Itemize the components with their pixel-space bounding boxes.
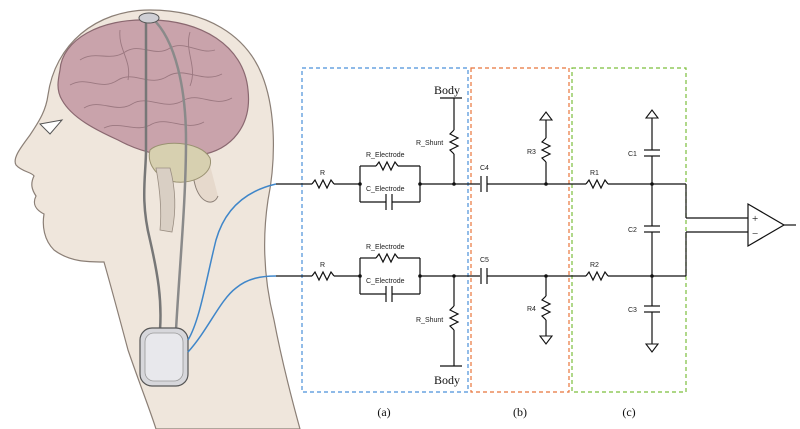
section-a-label: (a) xyxy=(377,405,390,419)
capacitor-ladder xyxy=(644,109,660,353)
resistor-r-top xyxy=(311,178,335,190)
section-b-label: (b) xyxy=(513,405,527,419)
ground-arrow-c3 xyxy=(644,343,660,353)
section-c-box xyxy=(571,67,687,393)
label-c2: C2 xyxy=(628,227,637,234)
differential-amplifier-icon xyxy=(685,184,796,276)
brainstem xyxy=(155,167,176,233)
label-c-electrode-top: C_Electrode xyxy=(366,186,405,193)
pulse-generator-icon xyxy=(139,327,189,387)
label-r-electrode-top: R_Electrode xyxy=(366,152,405,159)
label-r4: R4 xyxy=(527,306,536,313)
supply-arrow-c1 xyxy=(644,109,660,119)
resistor-r2 xyxy=(585,270,609,282)
bottom-channel xyxy=(276,252,686,367)
supply-arrow-r3 xyxy=(538,111,554,121)
resistor-r1 xyxy=(585,178,609,190)
label-body-bottom: Body xyxy=(434,373,460,387)
resistor-r-electrode-top xyxy=(375,160,399,172)
label-r1: R1 xyxy=(590,170,599,177)
label-r-shunt-bottom: R_Shunt xyxy=(416,317,443,324)
lead-wire-bottom xyxy=(187,275,277,353)
amp-plus-sign: + xyxy=(752,213,758,225)
resistor-r-electrode-bottom xyxy=(375,252,399,264)
label-c3: C3 xyxy=(628,307,637,314)
resistor-r-bottom xyxy=(311,270,335,282)
label-r-top: R xyxy=(320,170,325,177)
ground-arrow-r4 xyxy=(538,335,554,345)
label-r-shunt-top: R_Shunt xyxy=(416,140,443,147)
head-illustration xyxy=(14,9,301,429)
section-c-label: (c) xyxy=(622,405,635,419)
resistor-r-shunt-top xyxy=(448,129,460,155)
brain-folds xyxy=(69,29,233,129)
lead-wire-top xyxy=(187,183,277,341)
top-channel xyxy=(276,97,686,210)
electrode-lead xyxy=(143,18,162,331)
label-r2: R2 xyxy=(590,262,599,269)
label-c4: C4 xyxy=(480,165,489,172)
resistor-r-shunt-bottom xyxy=(448,305,460,331)
label-c-electrode-bottom: C_Electrode xyxy=(366,278,405,285)
label-body-top: Body xyxy=(434,83,460,97)
burr-hole-cap xyxy=(138,12,160,24)
amp-minus-sign: − xyxy=(752,228,758,240)
label-c5: C5 xyxy=(480,257,489,264)
section-b-box xyxy=(470,67,570,393)
label-r3: R3 xyxy=(527,149,536,156)
eye xyxy=(38,119,64,135)
label-c1: C1 xyxy=(628,151,637,158)
label-r-bottom: R xyxy=(320,262,325,269)
label-r-electrode-bottom: R_Electrode xyxy=(366,244,405,251)
section-a-box xyxy=(301,67,469,393)
resistor-r3 xyxy=(540,137,552,163)
resistor-r4 xyxy=(540,295,552,321)
